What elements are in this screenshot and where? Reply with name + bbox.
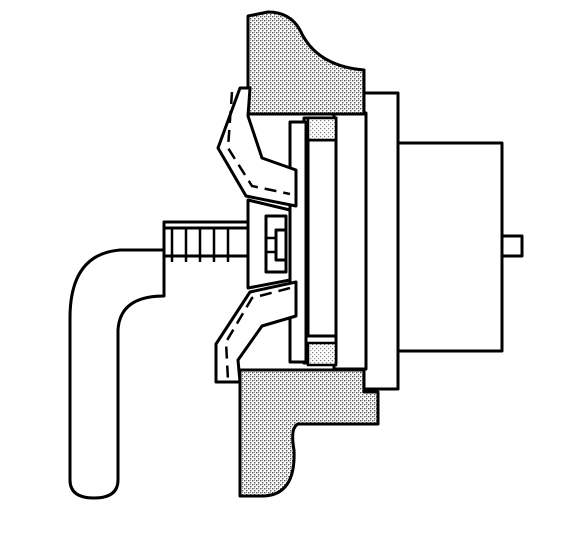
lower-spacer-block	[306, 341, 338, 367]
upper-casting	[246, 10, 366, 116]
upper-seal	[216, 86, 298, 208]
lower-casting	[238, 368, 380, 498]
plate-stack	[288, 111, 368, 371]
bent-hose	[68, 248, 166, 500]
hose-fitting	[162, 220, 250, 262]
center-hub	[246, 198, 292, 290]
lower-seal	[214, 280, 298, 384]
motor-housing	[362, 91, 524, 391]
upper-spacer-block	[306, 116, 338, 142]
